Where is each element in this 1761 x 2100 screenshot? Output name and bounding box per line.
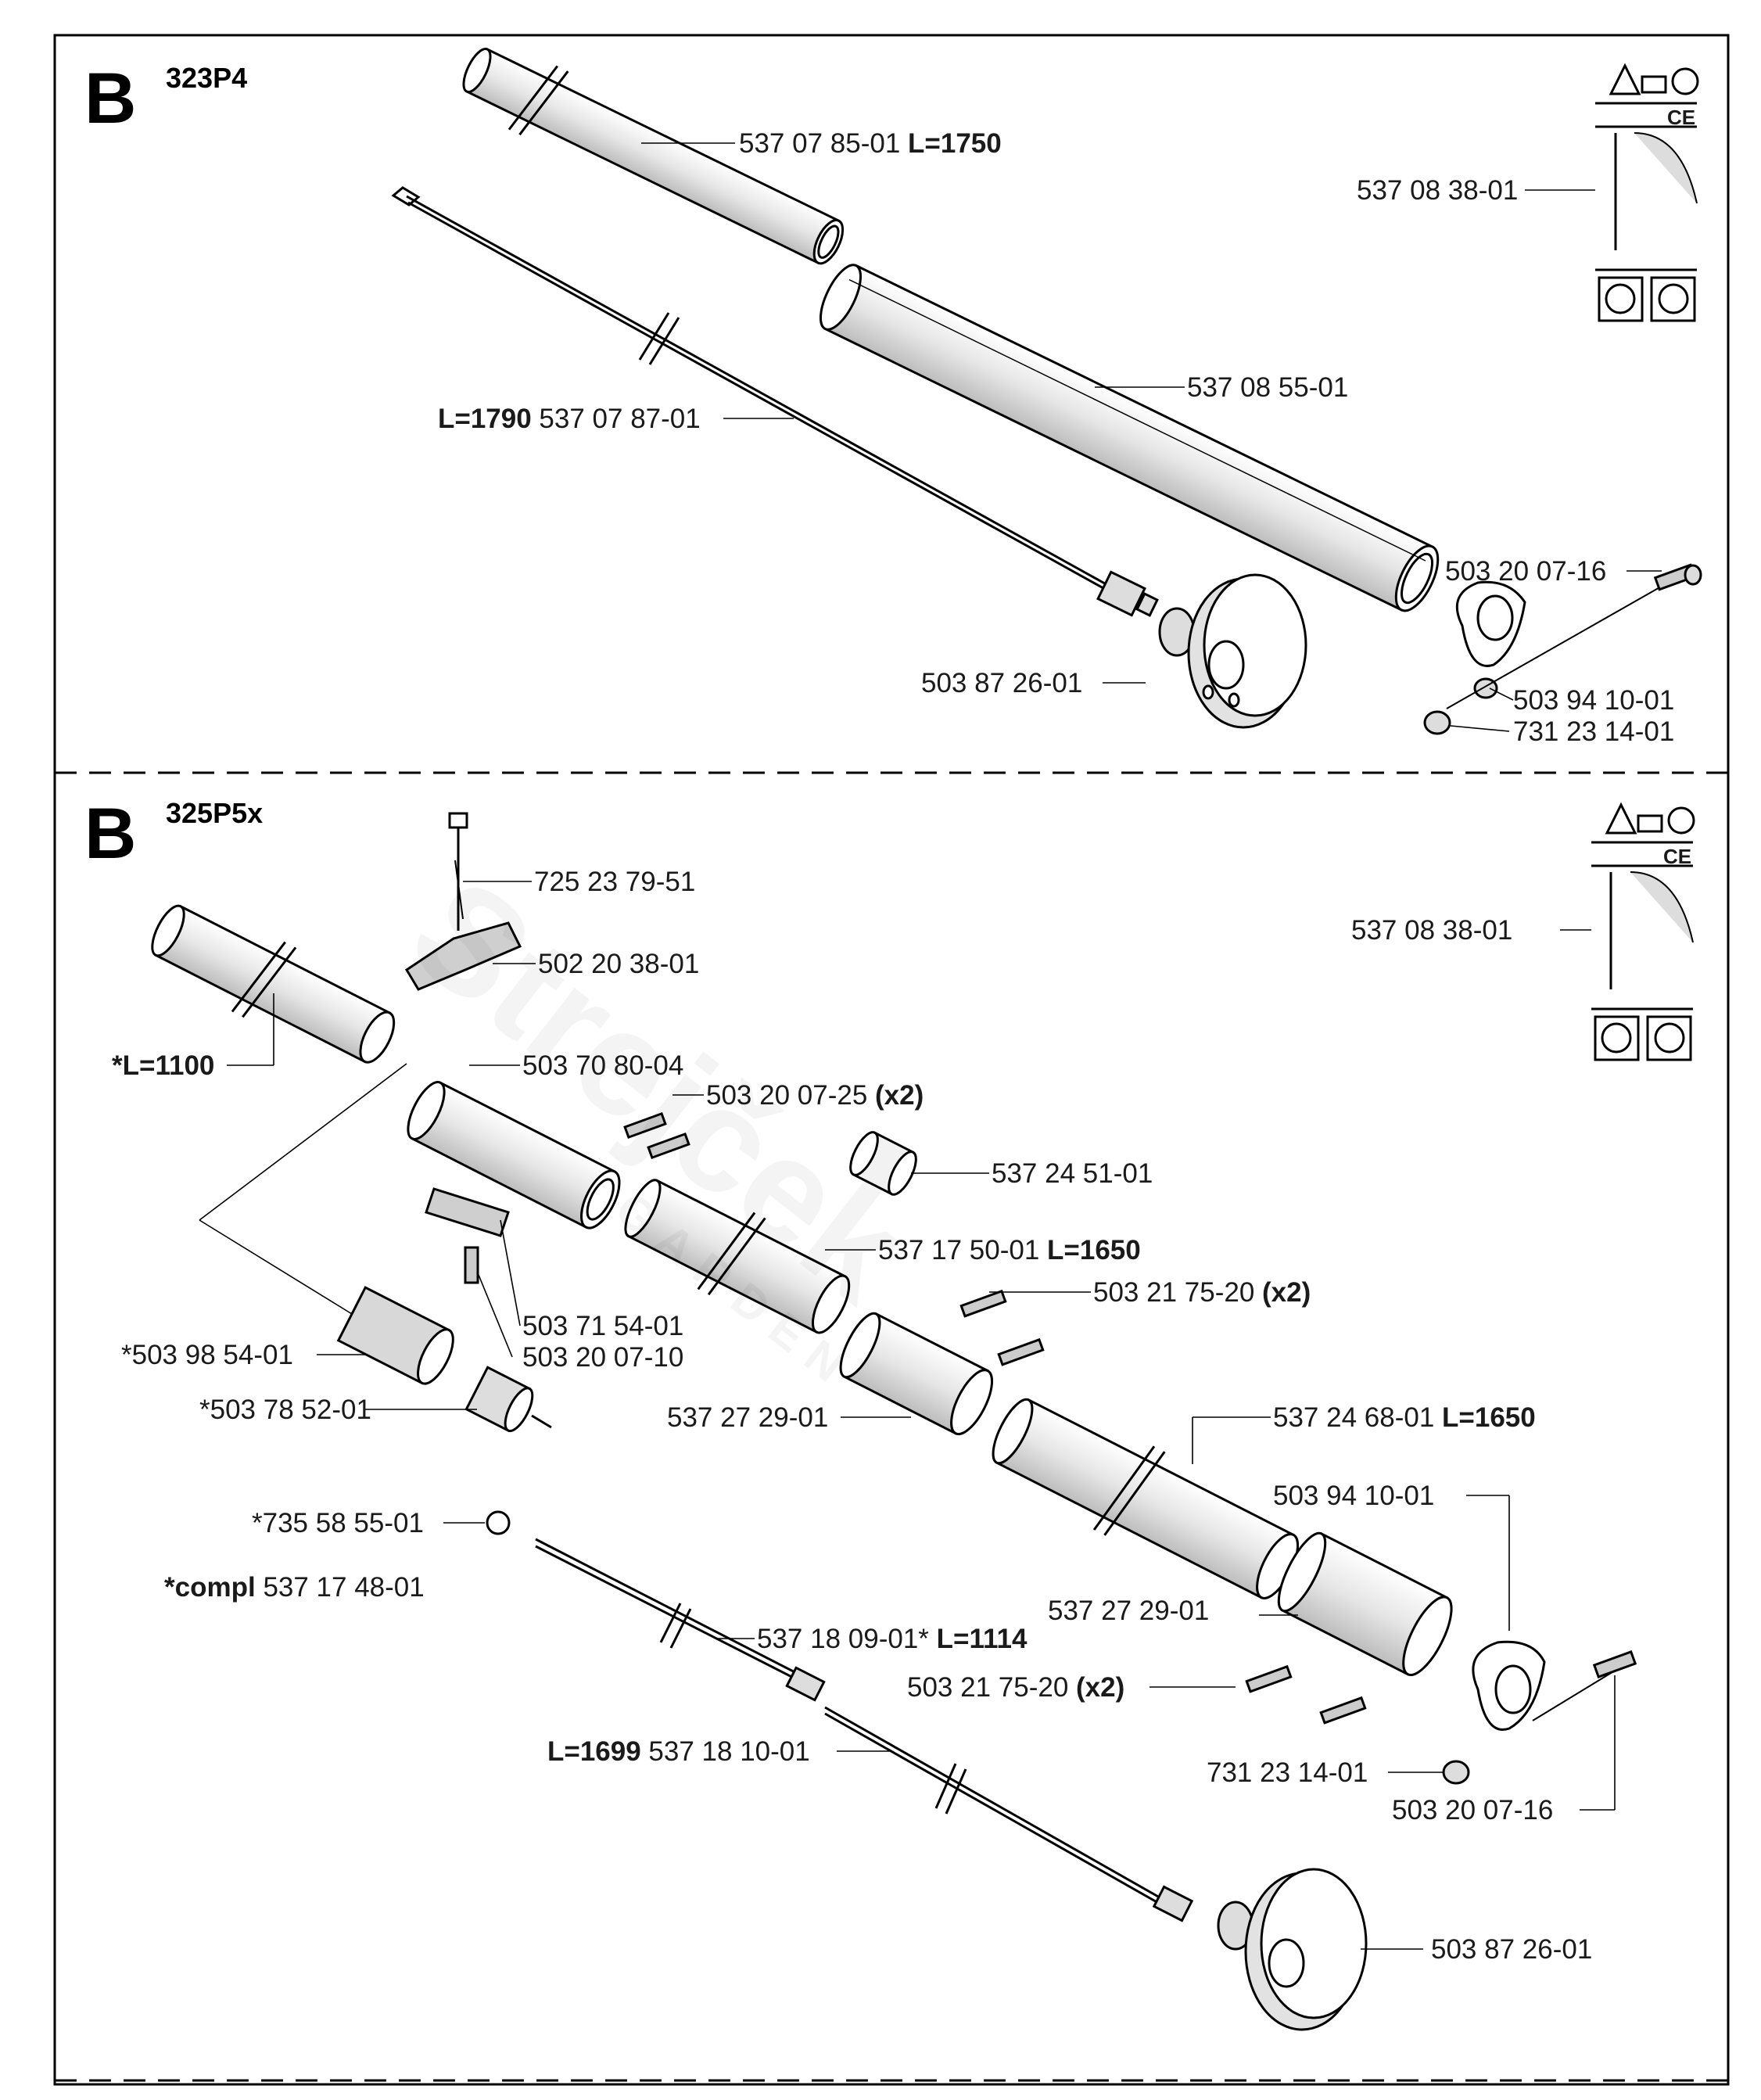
part-label: 537 08 38-01	[1357, 175, 1519, 206]
nut-731-23-14-01	[1423, 710, 1451, 735]
part-label: 725 23 79-51	[534, 867, 696, 897]
part-label: 537 27 29-01	[667, 1402, 829, 1433]
part-label: 503 94 10-01	[1513, 685, 1675, 716]
part-label: 537 27 29-01	[1048, 1596, 1210, 1626]
part-label: 731 23 14-01	[1513, 716, 1675, 747]
clamp-503-94-10-01	[1455, 580, 1526, 699]
tube-537-08-55-01	[819, 264, 1440, 612]
part-label: 537 08 55-01	[1187, 372, 1349, 403]
ring-537-24-51-01	[849, 1131, 917, 1196]
section-2-letter: B	[84, 794, 137, 874]
part-label: 503 71 54-01	[522, 1311, 684, 1341]
ce-mark-2: CE	[1663, 845, 1692, 868]
part-label: 537 24 51-01	[992, 1158, 1153, 1189]
bracket-503-71-54-01	[425, 1187, 510, 1237]
tube-537-07-85-01	[462, 48, 845, 265]
section-325p5x-drawing	[151, 812, 1637, 2031]
part-label: 503 70 80-04	[522, 1050, 684, 1081]
part-label: 503 87 26-01	[921, 668, 1083, 698]
part-label: 503 87 26-01	[1431, 1934, 1593, 1965]
warning-decal-2	[1591, 802, 1695, 1061]
clamp-503-94-10-01-lower	[1472, 1640, 1546, 1731]
warning-decal-1	[1595, 63, 1699, 322]
shaft-537-07-87-01	[391, 186, 1159, 617]
part-label: *L=1100	[112, 1050, 215, 1081]
part-label: L=1790 537 07 87-01	[438, 404, 701, 434]
part-label: *503 98 54-01	[121, 1340, 293, 1370]
part-label: 503 21 75-20 (x2)	[1093, 1277, 1311, 1308]
part-label: *503 78 52-01	[199, 1395, 371, 1425]
ce-mark-1: CE	[1667, 106, 1696, 129]
part-label: 502 20 38-01	[538, 949, 700, 979]
shaft-537-18-09-01	[535, 1538, 826, 1702]
part-label: 731 23 14-01	[1207, 1757, 1368, 1788]
coupling-537-27-29-01-lower	[1277, 1531, 1453, 1677]
leader-lines	[199, 142, 1662, 1950]
part-label: *735 58 55-01	[252, 1508, 424, 1538]
coupling-537-27-29-01-upper	[839, 1312, 994, 1436]
part-label: 537 24 68-01 L=1650	[1273, 1402, 1536, 1433]
part-label: 503 20 07-16	[1445, 556, 1607, 587]
part-label: 503 20 07-16	[1392, 1795, 1554, 1825]
section-323p4-drawing	[391, 48, 1702, 735]
tube-l1100	[151, 904, 396, 1064]
washer-735-58-55-01	[486, 1510, 511, 1535]
part-label: 503 20 07-25 (x2)	[706, 1080, 924, 1111]
bolt-725-23-79-51	[448, 812, 468, 931]
part-label: 503 20 07-10	[522, 1342, 684, 1373]
screws-503-21-75-20-upper	[959, 1289, 1045, 1366]
screw-503-20-07-16-lower	[1532, 1650, 1637, 1721]
wingnut-502-20-38-01	[404, 921, 522, 991]
insert-503-98-54-01	[336, 1286, 454, 1385]
part-label: 503 94 10-01	[1273, 1481, 1435, 1511]
nut-503-78-52-01	[464, 1366, 534, 1433]
gear-disc-503-87-26-01	[1158, 573, 1307, 729]
part-label: 537 17 50-01 L=1650	[878, 1235, 1141, 1265]
shaft-537-18-10-01	[824, 1706, 1194, 1922]
part-label: 537 07 85-01 L=1750	[739, 128, 1002, 159]
screw-503-20-07-16	[1446, 563, 1702, 709]
tube-537-24-68-01	[992, 1398, 1300, 1599]
nut-731-23-14-01-lower	[1442, 1760, 1470, 1785]
coupling-503-70-80-04	[407, 1081, 621, 1229]
part-label: *compl 537 17 48-01	[164, 1572, 425, 1603]
screws-503-20-07-25	[623, 1111, 690, 1160]
part-label: 537 18 09-01* L=1114	[757, 1624, 1028, 1654]
screw-503-20-07-10	[464, 1246, 479, 1284]
part-label: 537 08 38-01	[1351, 915, 1513, 946]
gear-disc-503-87-26-01-lower	[1217, 1868, 1368, 2031]
tube-537-17-50-01	[624, 1179, 851, 1334]
part-label: 503 21 75-20 (x2)	[907, 1672, 1125, 1703]
section-2-model: 325P5x	[166, 797, 264, 829]
section-1-letter: B	[84, 59, 137, 138]
screws-503-21-75-20-lower	[1245, 1664, 1367, 1725]
page-frame	[53, 34, 1730, 2086]
section-1-model: 323P4	[166, 62, 248, 94]
part-label: L=1699 537 18 10-01	[547, 1736, 810, 1767]
